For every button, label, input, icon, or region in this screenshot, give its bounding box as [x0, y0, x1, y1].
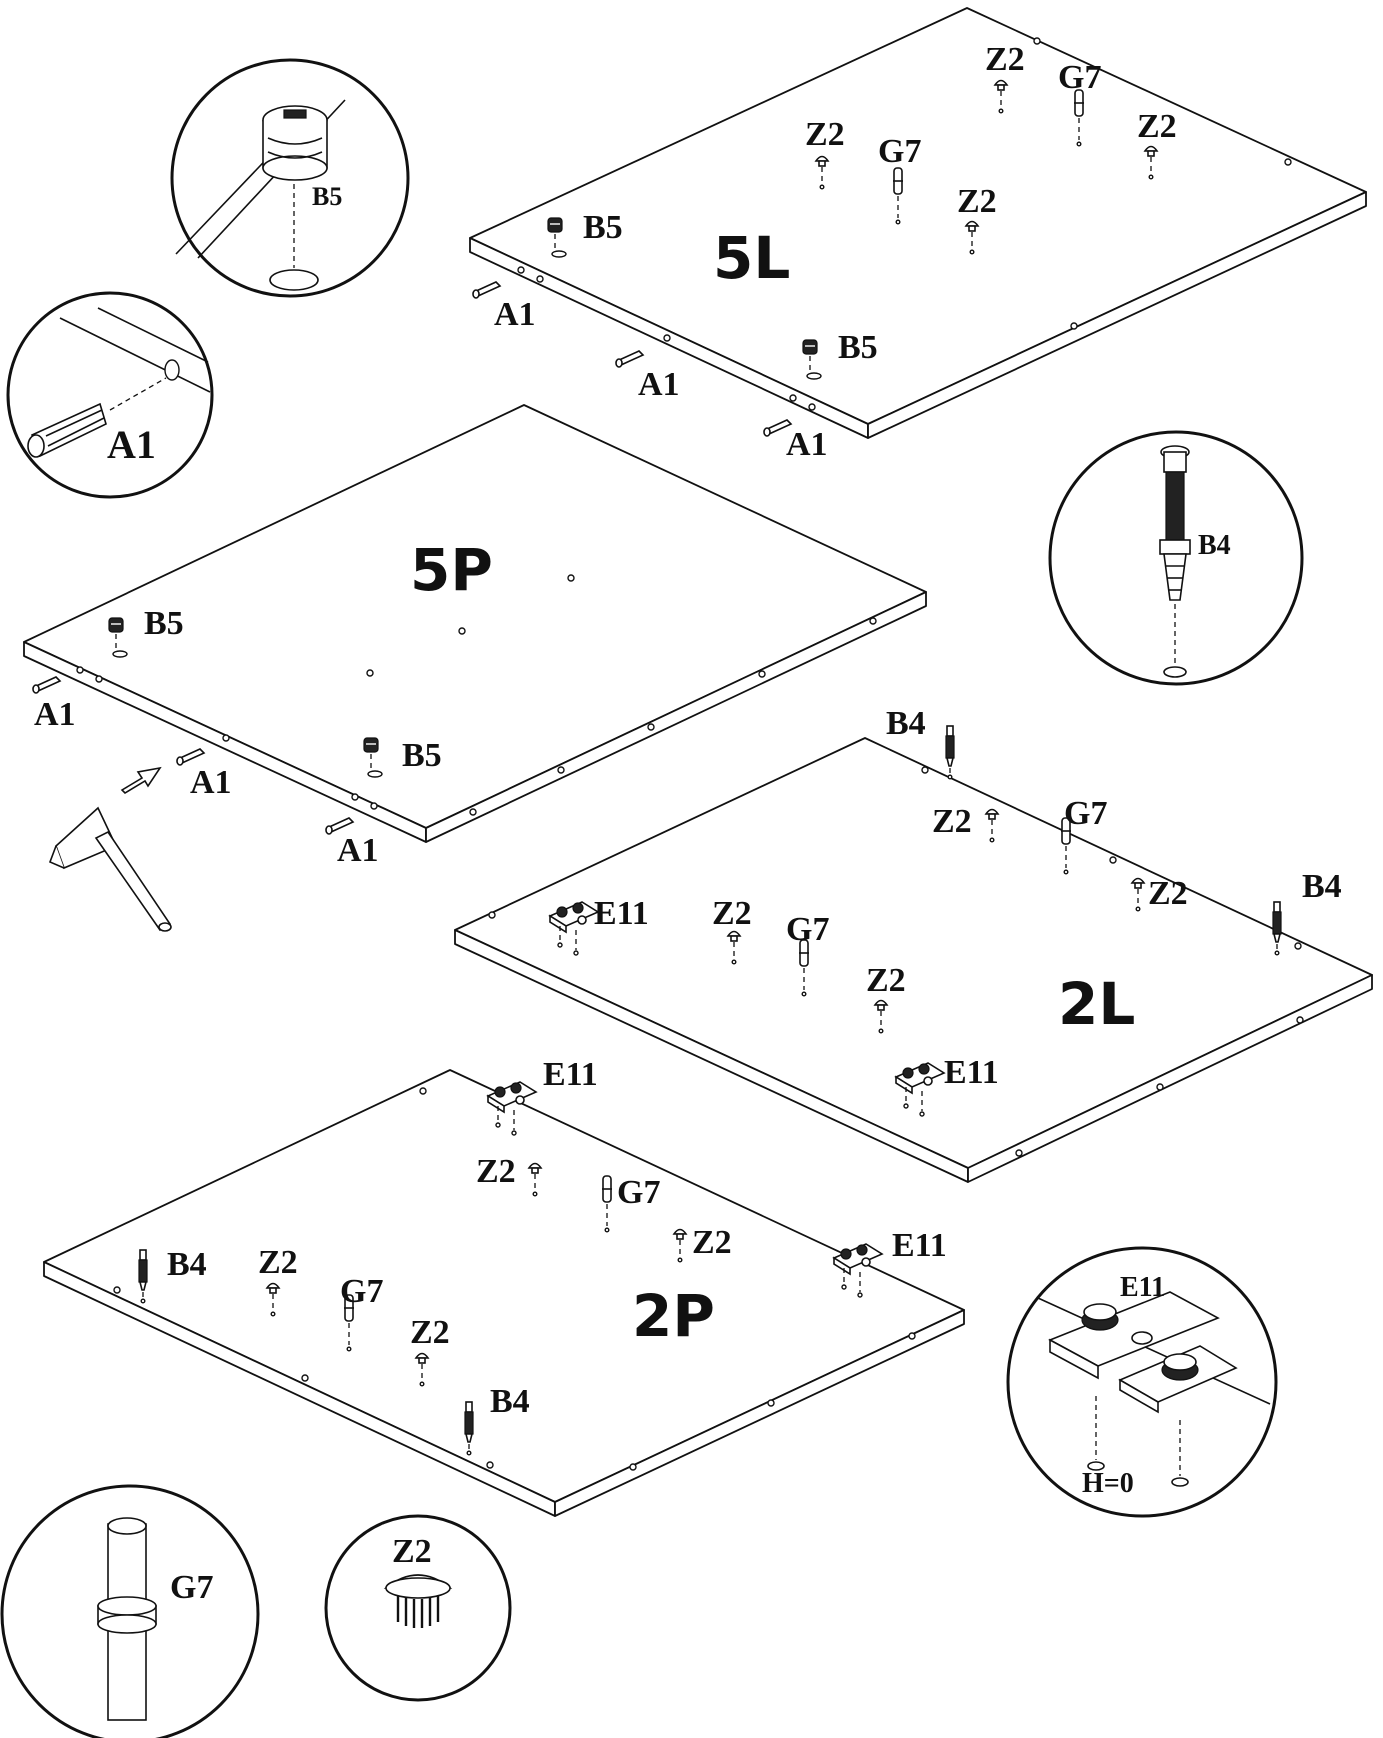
detail-e11: [1006, 1246, 1278, 1518]
z2-label: Z2: [805, 116, 845, 153]
z2-label: Z2: [410, 1314, 450, 1351]
panel-2p-label: 2P: [632, 1282, 715, 1350]
b5-detail-label: B5: [312, 182, 342, 211]
panel-2p: [43, 1069, 965, 1517]
g7-label: G7: [1058, 59, 1101, 96]
panel-5l: [469, 7, 1367, 439]
arrow-icon: [120, 766, 162, 795]
g7-label: G7: [786, 911, 829, 948]
a1-detail-label: A1: [107, 422, 156, 467]
detail-a1: [6, 291, 214, 499]
panel-2l-label: 2L: [1058, 970, 1135, 1038]
a1-label: A1: [786, 426, 828, 463]
b4-label: B4: [1302, 868, 1342, 905]
z2-label: Z2: [866, 962, 906, 999]
panel-5p: [23, 404, 927, 843]
h-zero-note: H=0: [1082, 1468, 1134, 1499]
b4-label: B4: [167, 1246, 207, 1283]
panel-5l-label: 5L: [713, 224, 790, 292]
detail-b5: [170, 58, 410, 298]
z2-label: Z2: [985, 41, 1025, 78]
b4-label: B4: [490, 1383, 530, 1420]
z2-label: Z2: [712, 895, 752, 932]
detail-b4: [1048, 430, 1304, 686]
detail-g7: [0, 1484, 260, 1738]
e11-detail-label: E11: [1120, 1272, 1165, 1303]
e11-label: E11: [594, 895, 649, 932]
z2-label: Z2: [258, 1244, 298, 1281]
a1-label: A1: [494, 296, 536, 333]
a1-label: A1: [190, 764, 232, 801]
b4-label: B4: [886, 705, 926, 742]
z2-label: Z2: [932, 803, 972, 840]
g7-label: G7: [617, 1174, 660, 1211]
b5-label: B5: [144, 605, 184, 642]
detail-z2: [324, 1514, 512, 1702]
a1-label: A1: [34, 696, 76, 733]
z2-label: Z2: [957, 183, 997, 220]
e11-label: E11: [892, 1227, 947, 1264]
b5-label: B5: [402, 737, 442, 774]
b5-label: B5: [583, 209, 623, 246]
hammer-icon: [48, 806, 172, 932]
b5-label: B5: [838, 329, 878, 366]
a1-label: A1: [337, 832, 379, 869]
z2-label: Z2: [1148, 875, 1188, 912]
panel-5p-label: 5P: [410, 536, 493, 604]
z2-label: Z2: [1137, 108, 1177, 145]
g7-label: G7: [878, 133, 921, 170]
z2-detail-label: Z2: [392, 1533, 432, 1570]
b4-detail-label: B4: [1198, 530, 1231, 561]
g7-detail-label: G7: [170, 1569, 213, 1606]
panel-2l: [454, 725, 1373, 1183]
z2-label: Z2: [476, 1153, 516, 1190]
z2-label: Z2: [692, 1224, 732, 1261]
g7-label: G7: [1064, 795, 1107, 832]
e11-label: E11: [944, 1054, 999, 1091]
g7-label: G7: [340, 1273, 383, 1310]
e11-label: E11: [543, 1056, 598, 1093]
a1-label: A1: [638, 366, 680, 403]
